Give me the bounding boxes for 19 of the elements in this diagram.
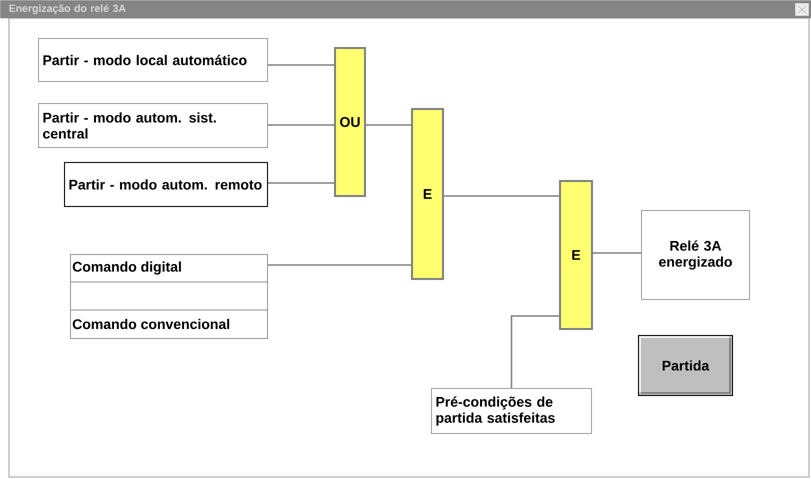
start-button: Partida	[638, 335, 733, 396]
connector-line	[593, 252, 641, 254]
logic-gate: OU	[334, 47, 366, 197]
text-box: Pré-condições de partida satisfeitas	[431, 388, 592, 434]
connector-line	[268, 264, 411, 266]
connector-line	[444, 195, 559, 197]
text-box: Partir - modo local automático	[38, 38, 268, 82]
connector-line	[510, 315, 559, 388]
text-box: Partir - modo autom. remoto	[64, 162, 268, 207]
text-box: Partir - modo autom. sist. central	[38, 103, 268, 148]
logic-gate: E	[559, 180, 593, 330]
connector-line	[268, 124, 334, 126]
connector-line	[268, 182, 334, 184]
logic-gate: E	[411, 108, 444, 280]
text-box: Relé 3A energizado	[641, 210, 750, 300]
connector-line	[268, 64, 334, 66]
connector-line	[366, 124, 411, 126]
command-table: Comando digital Comando convencional	[70, 254, 268, 339]
title-bar: Energização do relé 3A	[0, 0, 811, 18]
